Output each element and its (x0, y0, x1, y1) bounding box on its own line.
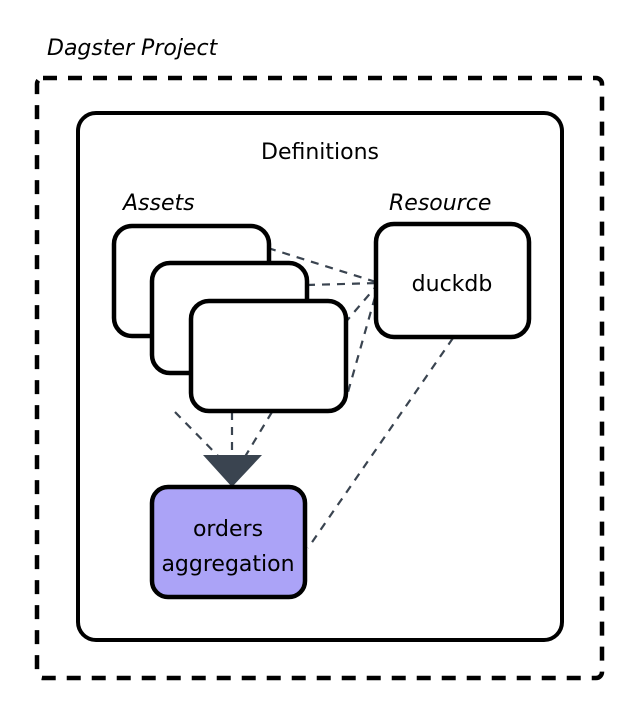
orders-aggregation-label-line1: orders (193, 517, 263, 542)
outer-container-dashed-border (34, 75, 605, 681)
assets-group-label: Assets (121, 191, 195, 216)
resource-group-label: Resource (389, 191, 491, 216)
definitions-label: Definitions (261, 140, 379, 165)
edge-duckdb-to-orders (307, 337, 454, 549)
duckdb-node-label: duckdb (412, 272, 493, 297)
orders-aggregation-label-line2: aggregation (161, 552, 294, 577)
edge-asset2-to-duckdb (306, 281, 380, 287)
arrowhead-into-orders-aggregation (203, 455, 262, 487)
outer-container-title: Dagster Project (47, 36, 219, 61)
edge-asset1-to-orders (242, 411, 273, 461)
asset-card-3[interactable] (188, 298, 349, 414)
edge-asset2-to-orders (174, 411, 223, 461)
orders-aggregation-node[interactable] (149, 484, 308, 600)
edge-asset1-to-duckdb (267, 246, 380, 285)
duckdb-node[interactable] (373, 221, 532, 340)
